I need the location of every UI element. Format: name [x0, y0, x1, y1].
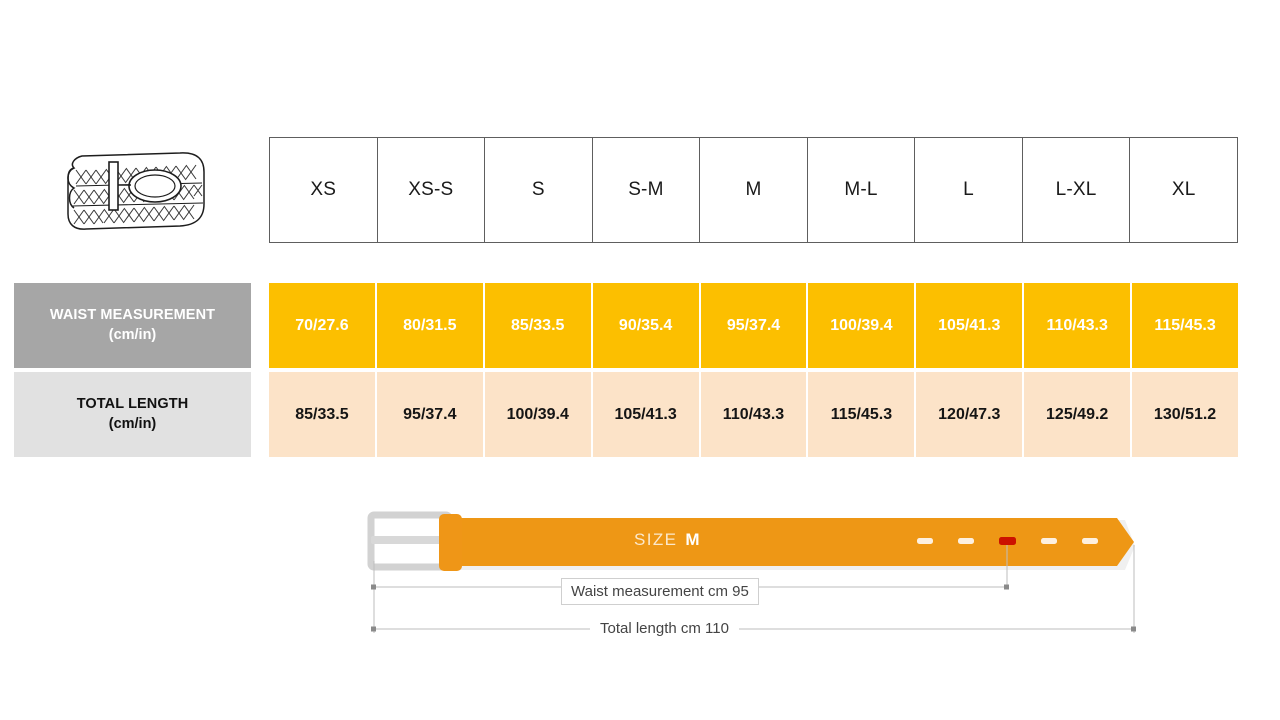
total-length-value-xs: 85/33.5: [269, 372, 377, 457]
waist-value-s-m: 90/35.4: [592, 283, 701, 368]
total-length-label-text: TOTAL LENGTH: [76, 396, 189, 413]
waist-value-l: 105/41.3: [916, 283, 1025, 368]
waist-value-cells: 70/27.6 80/31.5 85/33.5 90/35.4 95/37.4 …: [269, 283, 1239, 368]
total-length-value-m: 110/43.3: [700, 372, 809, 457]
size-header-cell-xs: XS: [269, 137, 378, 243]
size-header-table: XS XS-S S S-M M M-L L L-XL XL: [269, 137, 1238, 243]
waist-measurement-label: WAIST MEASUREMENT (cm/in): [14, 283, 251, 368]
belt-hole-4: [1041, 538, 1057, 544]
waist-label-text: WAIST MEASUREMENT: [49, 307, 216, 324]
total-length-label-unit: (cm/in): [108, 415, 157, 432]
belt-strap: [449, 518, 1134, 566]
waist-value-m-l: 100/39.4: [808, 283, 917, 368]
size-header-cell-m-l: M-L: [806, 137, 916, 243]
size-header-row: XS XS-S S S-M M M-L L L-XL XL: [269, 137, 1238, 243]
total-length-value-l: 120/47.3: [916, 372, 1025, 457]
size-header-cell-s: S: [484, 137, 593, 243]
waist-value-xs-s: 80/31.5: [376, 283, 485, 368]
total-length-value-xl: 130/51.2: [1132, 372, 1239, 457]
waist-value-m: 95/37.4: [700, 283, 809, 368]
total-length-value-s-m: 105/41.3: [592, 372, 701, 457]
size-header-cell-l-xl: L-XL: [1021, 137, 1131, 243]
waist-label-unit: (cm/in): [108, 326, 157, 343]
waist-dimension-label: Waist measurement cm 95: [561, 578, 759, 605]
size-header-cell-xl: XL: [1129, 137, 1238, 243]
belt-holes: [917, 537, 1098, 545]
belt-buckle-icon: [367, 511, 456, 571]
waist-value-xl: 115/45.3: [1132, 283, 1239, 368]
belt-keeper-loop: [439, 514, 462, 571]
size-header-cell-l: L: [914, 137, 1023, 243]
total-length-label: TOTAL LENGTH (cm/in): [14, 372, 251, 457]
total-length-value-xs-s: 95/37.4: [376, 372, 485, 457]
belt-measurement-diagram: [367, 511, 1136, 633]
belt-hole-active: [999, 537, 1016, 545]
total-length-value-cells: 85/33.5 95/37.4 100/39.4 105/41.3 110/43…: [269, 372, 1239, 457]
belt-hole-1: [917, 538, 933, 544]
waist-value-xs: 70/27.6: [269, 283, 377, 368]
waist-value-l-xl: 110/43.3: [1024, 283, 1133, 368]
total-length-value-s: 100/39.4: [484, 372, 593, 457]
waist-value-s: 85/33.5: [484, 283, 593, 368]
dimension-end-ticks: [371, 584, 1136, 632]
total-length-row: TOTAL LENGTH (cm/in) 85/33.5 95/37.4 100…: [0, 372, 1280, 457]
size-header-cell-m: M: [699, 137, 808, 243]
total-length-value-l-xl: 125/49.2: [1024, 372, 1133, 457]
total-length-value-m-l: 115/45.3: [808, 372, 917, 457]
woven-belt-icon: [67, 152, 205, 230]
total-length-dimension-label: Total length cm 110: [590, 618, 739, 639]
size-header-cell-xs-s: XS-S: [376, 137, 486, 243]
waist-measurement-row: WAIST MEASUREMENT (cm/in) 70/27.6 80/31.…: [0, 283, 1280, 368]
belt-hole-5: [1082, 538, 1098, 544]
belt-hole-2: [958, 538, 974, 544]
size-header-cell-s-m: S-M: [591, 137, 701, 243]
